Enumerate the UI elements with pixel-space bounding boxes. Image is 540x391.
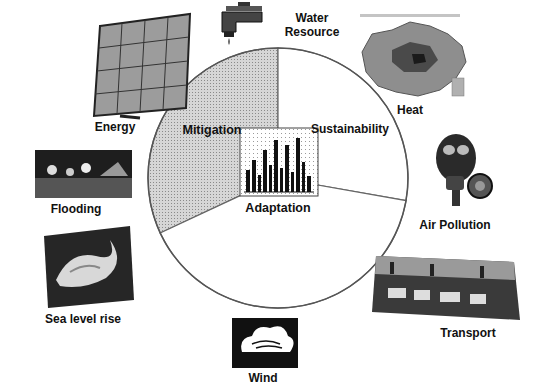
topic-label: Wind — [248, 372, 277, 386]
label-text: Adaptation — [245, 201, 310, 215]
gas-mask-picture — [436, 134, 492, 206]
sea-wave-picture — [44, 226, 134, 308]
adaptation-sector — [160, 178, 406, 308]
label-text: Sustainability — [311, 123, 389, 137]
topic-label: Sustainability — [311, 123, 389, 137]
topic-label: Water Resource — [280, 12, 344, 40]
topic-label: Mitigation — [182, 123, 241, 137]
topic-label: Heat — [397, 104, 423, 118]
topic-label: Transport — [440, 327, 495, 341]
heat-map-picture — [360, 14, 466, 96]
topic-label: Sea level rise — [45, 313, 121, 327]
label-text: Water Resource — [280, 12, 344, 40]
label-text: Flooding — [51, 203, 102, 217]
flooding-picture — [35, 150, 132, 198]
traffic-picture — [372, 256, 520, 320]
wind-cloud-picture — [232, 318, 298, 368]
label-text: Heat — [397, 104, 423, 118]
topic-label: Flooding — [51, 203, 102, 217]
label-text: Sea level rise — [45, 313, 121, 327]
label-text: Wind — [248, 372, 277, 386]
solar-panel-picture — [94, 14, 190, 118]
label-text: Energy — [95, 121, 136, 135]
label-text: Air Pollution — [419, 219, 490, 233]
water-tap-picture — [222, 2, 262, 45]
topic-label: Air Pollution — [419, 219, 490, 233]
chart-bars — [246, 138, 311, 192]
topic-label: Adaptation — [245, 201, 310, 215]
chart-axis — [244, 192, 314, 193]
label-text: Mitigation — [182, 123, 241, 137]
label-text: Transport — [440, 327, 495, 341]
bar-chart-picture — [240, 128, 318, 196]
chart-frame — [240, 128, 318, 196]
topic-label: Energy — [95, 121, 136, 135]
